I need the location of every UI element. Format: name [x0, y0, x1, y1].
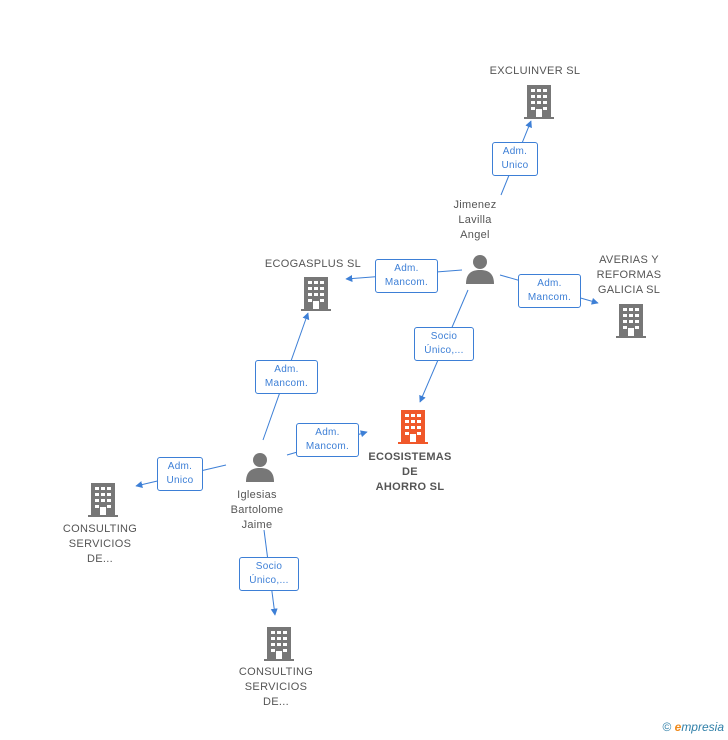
edge-label-jimenez-ecosistemas[interactable]: Socio Único,...	[414, 327, 474, 361]
edge-label-iglesias-consulting2[interactable]: Socio Único,...	[239, 557, 299, 591]
edge-label-iglesias-ecosistemas[interactable]: Adm. Mancom.	[296, 423, 359, 457]
person-icon[interactable]	[465, 254, 495, 284]
node-label-consulting1: CONSULTING SERVICIOS DE...	[62, 523, 138, 565]
main-company-building-icon[interactable]	[398, 410, 428, 444]
building-icon[interactable]	[88, 483, 118, 517]
building-icon[interactable]	[616, 304, 646, 338]
edge-label-iglesias-ecogasplus[interactable]: Adm. Mancom.	[255, 360, 318, 394]
node-label-jimenez: Jimenez Lavilla Angel	[453, 199, 497, 241]
building-icon[interactable]	[301, 277, 331, 311]
node-label-ecogasplus: ECOGASPLUS SL	[264, 258, 362, 270]
building-icon[interactable]	[524, 85, 554, 119]
node-label-averias: AVERIAS Y REFORMAS GALICIA SL	[596, 254, 662, 296]
node-label-excluinver: EXCLUINVER SL	[489, 65, 581, 77]
brand-logo-initial: e	[674, 720, 682, 734]
brand-logo-text: mpresia	[681, 720, 724, 734]
node-label-iglesias: Iglesias Bartolome Jaime	[230, 489, 284, 531]
node-label-consulting2: CONSULTING SERVICIOS DE...	[238, 666, 314, 708]
footer-brand: © empresia	[662, 720, 724, 734]
node-label-ecosistemas: ECOSISTEMAS DE AHORRO SL	[368, 451, 452, 493]
edge-label-jimenez-excluinver[interactable]: Adm. Unico	[492, 142, 538, 176]
edge-label-iglesias-consulting1[interactable]: Adm. Unico	[157, 457, 203, 491]
edge-label-jimenez-averias[interactable]: Adm. Mancom.	[518, 274, 581, 308]
edge-label-jimenez-ecogasplus[interactable]: Adm. Mancom.	[375, 259, 438, 293]
person-icon[interactable]	[245, 452, 275, 482]
copyright-symbol: ©	[662, 720, 672, 734]
building-icon[interactable]	[264, 627, 294, 661]
